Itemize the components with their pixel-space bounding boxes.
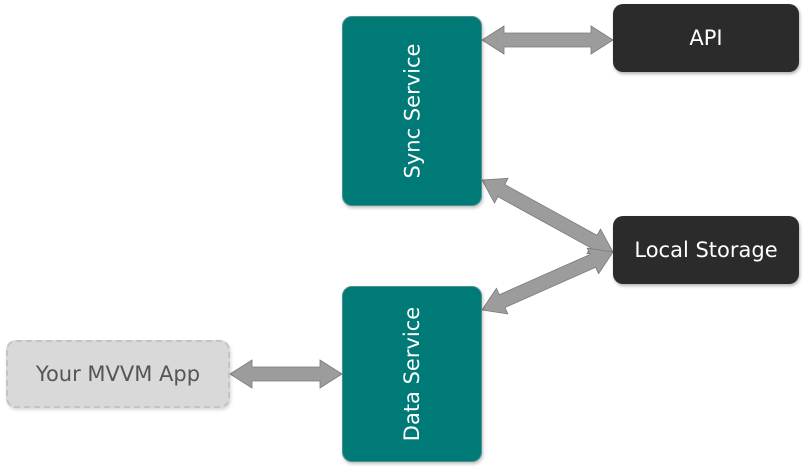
mvvm-app-box: Your MVVM App (6, 340, 230, 408)
arrow-sync-storage (481, 177, 614, 255)
mvvm-app-label: Your MVVM App (35, 362, 201, 386)
data-service-label: Data Service (400, 306, 424, 442)
local-storage-box: Local Storage (613, 216, 799, 284)
arrow-sync-api (481, 25, 614, 55)
sync-service-label: Sync Service (400, 43, 424, 179)
api-box: API (613, 4, 799, 72)
local-storage-label: Local Storage (634, 238, 778, 262)
arrow-app-data (229, 359, 343, 389)
sync-service-box: Sync Service (342, 16, 482, 206)
arrow-data-storage (481, 247, 614, 315)
data-service-box: Data Service (342, 286, 482, 462)
api-label: API (689, 26, 723, 50)
